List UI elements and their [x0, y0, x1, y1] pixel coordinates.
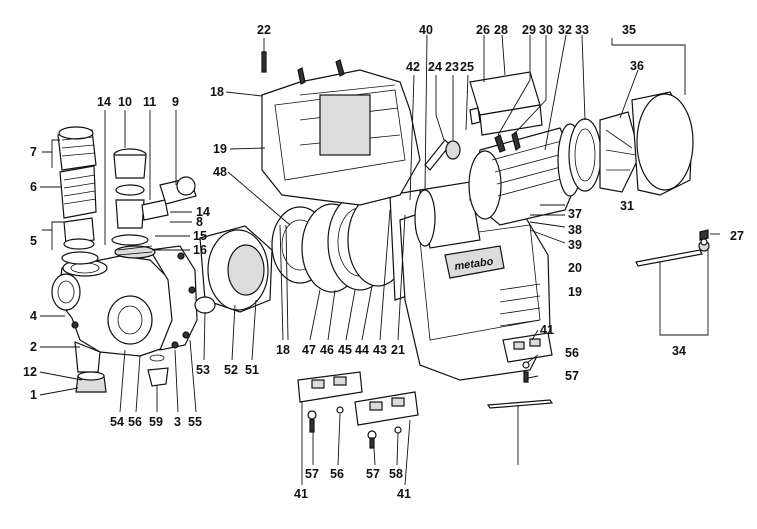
callout-41-a: 41	[294, 487, 308, 501]
motor-group	[414, 71, 694, 249]
callout-3: 3	[174, 415, 181, 429]
pump-center-port	[107, 295, 153, 345]
callout-40: 40	[419, 23, 433, 37]
foot-41a	[297, 371, 363, 403]
bearing-ring-33	[568, 118, 602, 192]
callout-1: 1	[30, 388, 37, 402]
callout-57-a: 57	[305, 467, 319, 481]
callout-28: 28	[494, 23, 508, 37]
pump-flange	[149, 245, 198, 351]
cable-42	[424, 139, 451, 171]
pump-drain-port	[74, 341, 101, 373]
callout-56-a: 56	[330, 467, 344, 481]
valve-body	[115, 199, 145, 229]
callout-7: 7	[30, 145, 37, 159]
callout-46: 46	[320, 343, 334, 357]
foot-41b	[354, 391, 419, 426]
callout-15: 15	[193, 229, 207, 243]
callout-39: 39	[568, 238, 582, 252]
callout-13: 14	[97, 95, 111, 109]
callout-56-right: 56	[565, 346, 579, 360]
pump-inlet	[51, 273, 81, 311]
blade-59	[486, 399, 554, 409]
tool-34	[635, 229, 710, 267]
callout-5: 5	[30, 234, 37, 248]
callout-43: 43	[373, 343, 387, 357]
valve-parts	[111, 148, 197, 259]
callout-42: 42	[406, 60, 420, 74]
callout-26: 26	[476, 23, 490, 37]
impeller-group	[194, 189, 426, 314]
housing-handle-cutout	[319, 94, 371, 156]
callout-51: 52	[224, 363, 238, 377]
callout-18: 18	[276, 343, 290, 357]
callout-23: 23	[445, 60, 459, 74]
pump-housing-group	[51, 245, 198, 393]
callout-8: 8	[196, 215, 203, 229]
brand-plate	[444, 245, 505, 279]
callout-9: 9	[172, 95, 179, 109]
callout-2: 2	[30, 340, 37, 354]
callout-27: 27	[730, 229, 744, 243]
screw-22a	[261, 51, 267, 73]
callout-56-b: 57	[366, 467, 380, 481]
callout-20: 20	[568, 261, 582, 275]
callout-34: 34	[672, 344, 686, 358]
callout-29: 29	[522, 23, 536, 37]
filter-oring	[61, 251, 99, 265]
callout-41-right: 41	[540, 323, 554, 337]
callout-33: 33	[575, 23, 589, 37]
callout-6: 6	[30, 180, 37, 194]
callout-54: 55	[188, 415, 202, 429]
oring-52	[194, 296, 216, 314]
plug-58	[147, 367, 169, 387]
callout-57-right: 57	[565, 369, 579, 383]
callout-35: 35	[622, 23, 636, 37]
callout-45: 45	[338, 343, 352, 357]
callout-22: 22	[257, 23, 271, 37]
brand-text: metabo	[454, 256, 495, 273]
callout-58: 59	[149, 415, 163, 429]
callout-21: 21	[391, 343, 405, 357]
callout-19-top: 19	[213, 142, 227, 156]
grommet-23	[445, 140, 461, 160]
callout-11: 11	[143, 95, 156, 109]
filter-sleeve	[63, 217, 95, 245]
callout-47: 47	[302, 343, 316, 357]
callout-48: 48	[213, 165, 227, 179]
filter-stack	[57, 126, 99, 265]
callout-labels: 22 18 19 48 14 10 11 9 7 6 5 14 8 15 16 …	[23, 23, 744, 501]
diffuser-51	[227, 244, 265, 296]
callout-24: 24	[428, 60, 442, 74]
screw-27	[699, 229, 709, 241]
callout-52: 53	[196, 363, 210, 377]
callout-12: 12	[23, 365, 37, 379]
callout-44: 44	[355, 343, 369, 357]
callout-16: 16	[193, 243, 207, 257]
callout-31: 31	[620, 199, 634, 213]
callout-41-b: 41	[397, 487, 411, 501]
callout-50: 51	[245, 363, 259, 377]
callout-32: 32	[558, 23, 572, 37]
leader-lines	[39, 34, 720, 486]
callout-17: 18	[210, 85, 224, 99]
callout-30: 30	[539, 23, 553, 37]
callout-38: 38	[568, 223, 582, 237]
callout-36: 36	[630, 59, 644, 73]
callout-57-b: 58	[389, 467, 403, 481]
callout-19-right: 19	[568, 285, 582, 299]
callout-4: 4	[30, 309, 37, 323]
callout-25: 25	[460, 60, 474, 74]
callout-55: 56	[128, 415, 142, 429]
callout-53: 54	[110, 415, 124, 429]
callout-10: 10	[118, 95, 132, 109]
callout-37: 37	[568, 207, 582, 221]
foot-pads	[297, 332, 554, 449]
callout-14: 14	[196, 205, 210, 219]
upper-housing	[261, 51, 421, 206]
